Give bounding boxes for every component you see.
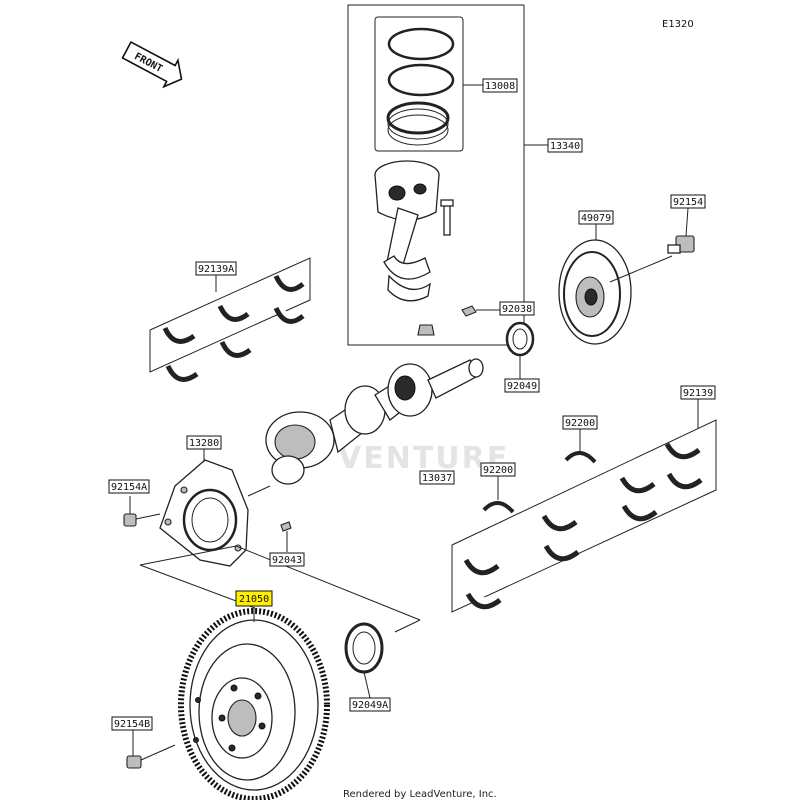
crankshaft <box>265 358 484 485</box>
svg-text:92043: 92043 <box>272 555 302 566</box>
watermark: VENTURE <box>338 441 509 476</box>
svg-text:13008: 13008 <box>485 81 515 92</box>
bearing-set-right <box>451 419 717 613</box>
label-92139[interactable]: 92139 <box>680 385 716 428</box>
label-92049A[interactable]: 92049A <box>349 697 391 712</box>
bearing-set-left <box>149 257 311 382</box>
svg-text:92139A: 92139A <box>198 264 234 275</box>
label-13340[interactable]: 13340 <box>547 138 583 153</box>
label-13008[interactable]: 13008 <box>482 78 518 93</box>
label-92038[interactable]: 92038 <box>499 301 535 316</box>
label-21050-highlighted[interactable]: 21050 <box>235 590 273 607</box>
label-13037[interactable]: 13037 <box>419 470 455 485</box>
bolt-92154A <box>123 496 161 527</box>
front-oil-seal <box>505 321 535 380</box>
svg-text:13037: 13037 <box>422 473 452 484</box>
svg-text:92154A: 92154A <box>111 482 147 493</box>
dowel-pin <box>280 521 292 552</box>
label-92200-upper[interactable]: 92200 <box>562 415 598 452</box>
label-92154[interactable]: 92154 <box>670 194 706 237</box>
label-13280[interactable]: 13280 <box>186 435 222 462</box>
svg-text:21050: 21050 <box>239 594 269 605</box>
svg-text:92049A: 92049A <box>352 700 388 711</box>
rear-oil-seal <box>344 622 384 699</box>
svg-text:92200: 92200 <box>565 418 595 429</box>
diagram-code: E1320 <box>662 19 694 30</box>
svg-text:92200: 92200 <box>483 465 513 476</box>
svg-text:92049: 92049 <box>507 381 537 392</box>
svg-text:92139: 92139 <box>683 388 713 399</box>
bolt-92154B <box>126 730 176 769</box>
crankshaft-pulley <box>558 235 695 345</box>
svg-text:92154: 92154 <box>673 197 703 208</box>
footer-credit: Rendered by LeadVenture, Inc. <box>343 789 497 800</box>
front-arrow-icon: FRONT <box>121 40 183 89</box>
svg-text:13280: 13280 <box>189 438 219 449</box>
svg-text:49079: 49079 <box>581 213 611 224</box>
flywheel <box>178 608 330 800</box>
label-92139A[interactable]: 92139A <box>195 261 237 292</box>
label-92049[interactable]: 92049 <box>504 378 540 393</box>
piston-conrod <box>374 160 454 336</box>
label-92154B[interactable]: 92154B <box>111 716 153 731</box>
rear-seal-housing <box>159 459 271 567</box>
label-92043[interactable]: 92043 <box>269 552 305 567</box>
label-92154A[interactable]: 92154A <box>108 479 150 494</box>
svg-text:92154B: 92154B <box>114 719 150 730</box>
svg-text:92038: 92038 <box>502 304 532 315</box>
svg-text:13340: 13340 <box>550 141 580 152</box>
key-part <box>461 305 500 317</box>
piston-rings <box>386 27 455 146</box>
label-49079[interactable]: 49079 <box>578 210 614 240</box>
label-92200-lower[interactable]: 92200 <box>480 462 516 500</box>
